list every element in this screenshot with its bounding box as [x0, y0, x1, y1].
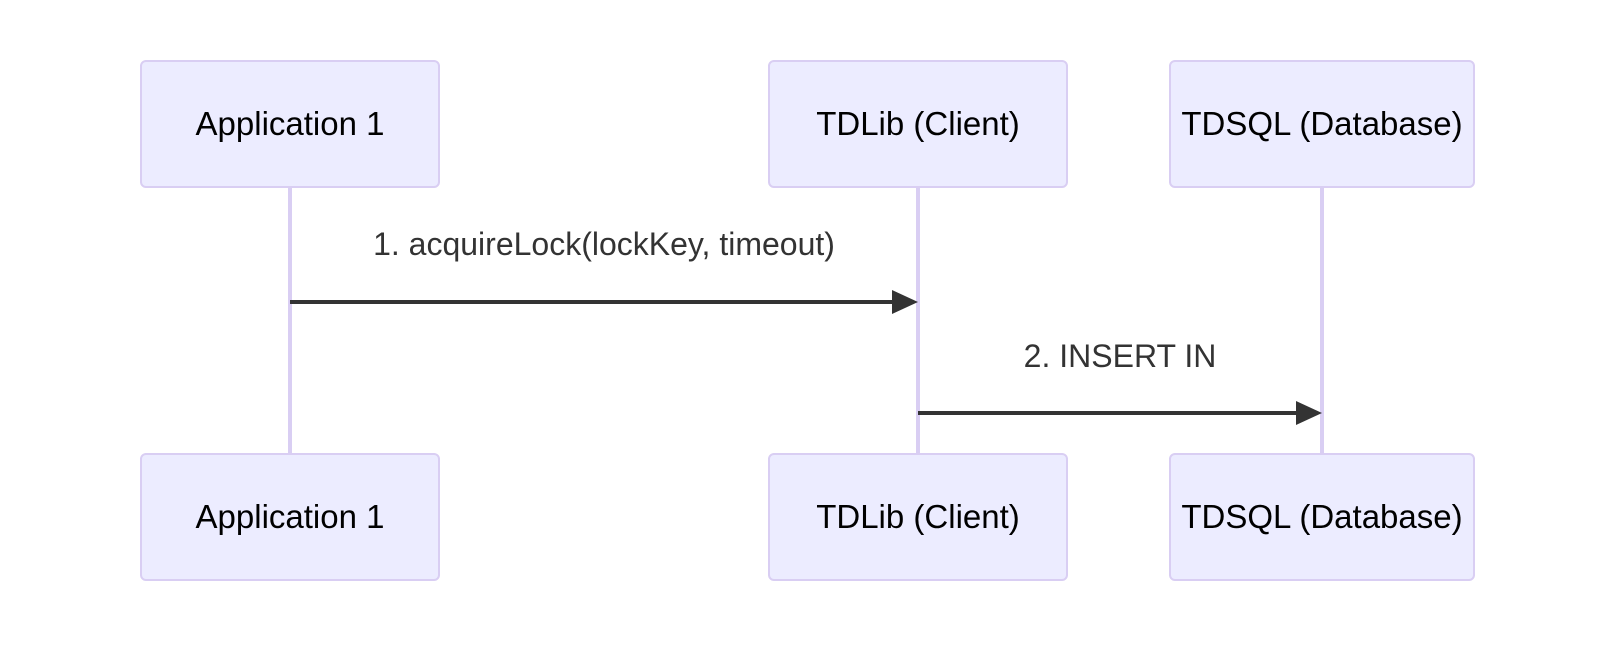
lifeline-application-1	[288, 188, 292, 453]
lifeline-tdsql-database	[1320, 188, 1324, 453]
message-2-label: 2. INSERT IN	[1023, 338, 1217, 374]
message-1-arrow-line	[290, 300, 894, 304]
actor-bottom-application-1: Application 1	[140, 453, 440, 581]
message-1-arrowhead-icon	[892, 290, 918, 314]
actor-top-application-1: Application 1	[140, 60, 440, 188]
message-1-label: 1. acquireLock(lockKey, timeout)	[373, 226, 835, 262]
actor-top-tdlib-client: TDLib (Client)	[768, 60, 1068, 188]
actor-bottom-tdlib-client: TDLib (Client)	[768, 453, 1068, 581]
message-2-arrow-line	[918, 411, 1298, 415]
actor-bottom-tdsql-database: TDSQL (Database)	[1169, 453, 1475, 581]
message-2-arrowhead-icon	[1296, 401, 1322, 425]
lifeline-tdlib-client	[916, 188, 920, 453]
actor-top-tdsql-database: TDSQL (Database)	[1169, 60, 1475, 188]
